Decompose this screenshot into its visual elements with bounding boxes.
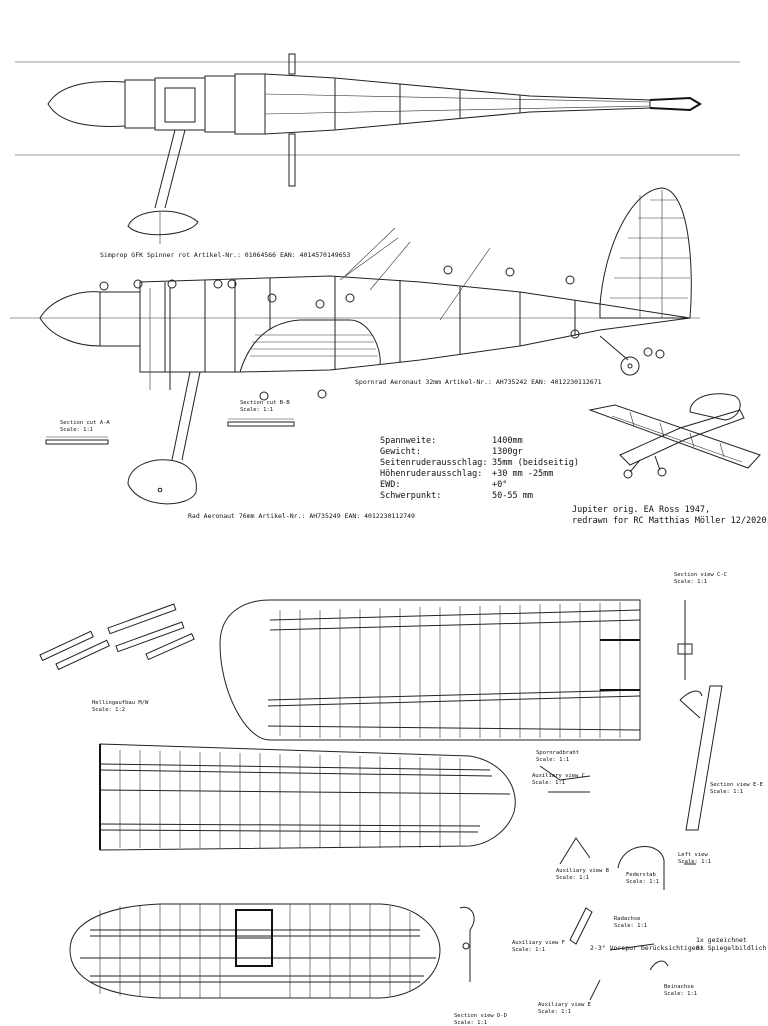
mirror-note-1: 1x gezeichnet [696,936,747,944]
spec-value-elevator: +30 mm -25mm [492,469,554,479]
beinachse-scale: Scale: 1:1 [664,991,698,997]
horizontal-tail-plan [219,599,641,741]
spec-value-span: 1400mm [492,436,523,446]
aux-view-b-scale: Scale: 1:1 [556,875,590,881]
main-wing-panel [99,743,516,851]
helling-jig [39,603,195,671]
spec-label-span: Spannweite: [380,436,437,446]
spornradbraht-scale: Scale: 1:1 [536,757,570,763]
vorspur-note: 2-3° Vorspur berücksichtigen! [590,944,704,952]
aux-view-c-scale: Scale: 1:1 [532,780,566,786]
radachse-label: Radachse [614,916,641,922]
spornradbraht-label: Spornradbraht [536,750,580,756]
section-aa-label: Section cut A-A [60,420,110,426]
spec-value-weight: 1300gr [492,447,523,457]
beinachse-label: Beinachse [664,984,694,990]
credit-line-1: Jupiter orig. EA Ross 1947, [572,505,711,515]
section-aa-scale: Scale: 1:1 [60,427,94,433]
spec-value-cg: 50-55 mm [492,491,533,501]
section-bb-label: Section cut B-B [240,400,290,406]
spec-label-ewd: EWD: [380,480,401,490]
spec-label-elevator: Höhenruderausschlag: [380,469,483,479]
callout-bubbles [99,227,665,401]
bottom-wing-planform [69,903,441,999]
left-view-scale: Scale: 1:1 [678,859,712,865]
section-bb-scale: Scale: 1:1 [240,407,274,413]
aux-view-e-label: Auxiliary view E [538,1002,591,1008]
spinner-annotation: Simprop GFK Spinner rot Artikel-Nr.: 010… [100,251,351,259]
federstab-scale: Scale: 1:1 [626,879,660,885]
section-dd-scale: Scale: 1:1 [454,1020,488,1026]
section-ee-scale: Scale: 1:1 [710,789,744,795]
section-cc-label: Section view C-C [674,572,727,578]
section-cut-marks [45,418,295,445]
fuselage-top-view [15,53,740,244]
credit-line-2: redrawn for RC Matthias Möller 12/2020 [572,516,767,526]
aux-detail-parts [459,765,696,1001]
helling-scale: Scale: 1:2 [92,707,126,713]
spec-value-ewd: +0° [492,480,508,490]
helling-label: Hellingaufbau M/W [92,700,149,706]
mainwheel-annotation: Rad Aeronaut 76mm Artikel-Nr.: AH735249 … [188,512,415,520]
section-ee-label: Section view E-E [710,782,763,788]
spec-label-cg: Schwerpunkt: [380,491,442,501]
spec-label-rudder: Seitenruderausschlag: [380,458,488,468]
aircraft-3d-sketch [588,393,761,479]
aux-view-f-scale: Scale: 1:1 [512,947,546,953]
aux-view-f-label: Auxiliary view F [512,940,565,946]
aux-view-b-label: Auxiliary view B [556,868,609,874]
section-cc-detail [677,600,723,831]
aux-view-c-label: Auxiliary view C [532,773,585,779]
spec-label-weight: Gewicht: [380,447,421,457]
radachse-scale: Scale: 1:1 [614,923,648,929]
section-cc-scale: Scale: 1:1 [674,579,708,585]
tailwheel-annotation: Spornrad Aeronaut 32mm Artikel-Nr.: AH73… [355,378,602,386]
fuselage-side-view [10,187,700,505]
federstab-label: Federstab [626,872,656,878]
mirror-note-2: 8x Spiegelbildlich [696,944,767,952]
spec-value-rudder: 35mm (beidseitig) [492,458,579,468]
left-view-label: Left view [678,852,708,858]
section-dd-label: Section view D-D [454,1013,507,1019]
aux-view-e-scale: Scale: 1:1 [538,1009,572,1015]
